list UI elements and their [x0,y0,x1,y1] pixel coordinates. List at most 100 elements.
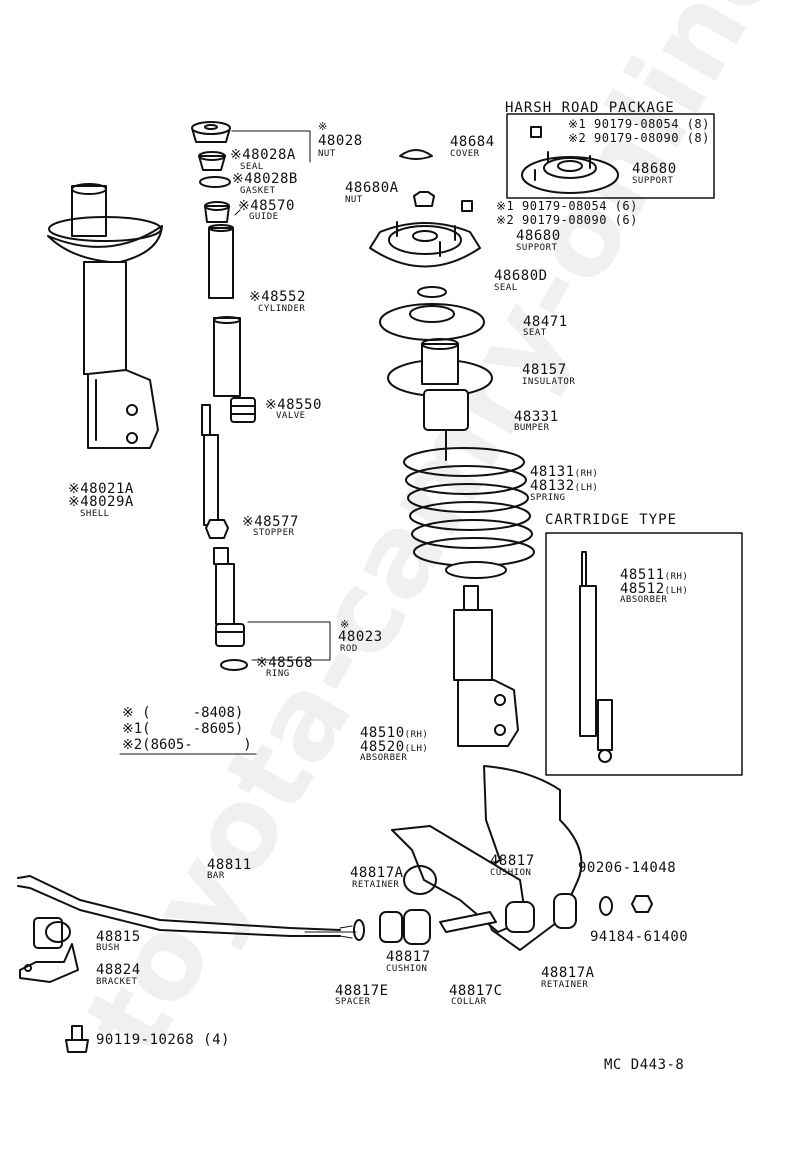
seat-48471-name: SEAT [523,328,547,338]
nut-48028-name: NUT [318,149,336,159]
ring-48568-drawing [220,659,248,671]
cushion-48817-lower-drawing [403,909,431,945]
washer-90206-drawing [599,896,613,916]
spring-48131-drawing [403,447,535,579]
harsh-nut-icon [530,126,542,138]
harsh-road-box [506,113,715,199]
retainer-48817a-right-number: 48817A [541,965,595,981]
spring-48132-value: 48132 [530,478,575,494]
shell-drawing [47,183,163,449]
cushion-48817-bottom-number: 48817 [386,949,431,965]
cushion-48817-top-name: CUSHION [490,868,532,878]
bolt-90119-number: 90119-10268 (4) [96,1032,230,1048]
cylinder-48552-drawing [208,224,241,397]
ring-48568-number: ※48568 [256,655,313,671]
gasket-48028b-drawing [199,176,231,188]
stopper-48577-number: ※48577 [242,514,299,530]
cart-48511-value: 48511 [620,567,665,583]
cartridge-absorber-drawing [579,551,613,763]
guide-48570-drawing [204,201,230,223]
bar-48811-number: 48811 [207,857,252,873]
bar-48811-name: BAR [207,871,225,881]
cartridge-box [545,532,743,776]
support-48680-name: SUPPORT [516,243,558,253]
seal-48028a-name: SEAL [240,162,264,172]
rod-48023-name: ROD [340,644,358,654]
ring-48568-name: RING [266,669,290,679]
harsh-support-number: 48680 [632,161,677,177]
guide-48570-number: ※48570 [238,198,295,214]
insulator-48157-drawing [387,338,493,397]
spacer-48817e-drawing [353,919,365,941]
spring-48131-value: 48131 [530,464,575,480]
legend-row-0: ※ ( -8408) [122,705,244,721]
nut-48680a-drawing [413,191,435,207]
cover-48684-drawing [399,149,433,160]
shell-name: SHELL [80,509,110,519]
bolt-90179-2: ※2 90179-08090 (6) [496,213,638,227]
seal-48680d-name: SEAL [494,283,518,293]
absorber-name: ABSORBER [360,753,408,763]
seat-48471-drawing [379,303,485,341]
seal-48680d-number: 48680D [494,268,548,284]
guide-48570-name: GUIDE [249,212,279,222]
harsh-bolt-2: ※2 90179-08090 (8) [568,131,710,145]
spring-name: SPRING [530,493,566,503]
rod-48023-number: 48023 [338,629,383,645]
harsh-support-icon [521,151,619,194]
rod-48023-mark: ※ [340,618,350,631]
cylinder-48552-number: ※48552 [249,289,306,305]
spring-48131-side: (RH) [574,469,599,479]
nut-48028-number: 48028 [318,133,363,149]
collar-48817c-name: COLLAR [451,997,487,1007]
absorber-48510: 48510(RH) [360,726,428,742]
cart-48511-side: (RH) [664,572,689,582]
cart-48512-side: (LH) [664,586,689,596]
cart-absorber-name: ABSORBER [620,595,668,605]
retainer-48817a-left-name: RETAINER [352,880,400,890]
nut-48028-drawing [191,121,231,143]
gasket-48028b-number: ※48028B [232,171,298,187]
bolt-90119-drawing [65,1025,89,1053]
retainer-48817a-right-name: RETAINER [541,980,589,990]
collar-48817c-number: 48817C [449,983,503,999]
retainer-48817a-right-drawing [553,893,577,929]
bumper-48331-name: BUMPER [514,423,550,433]
valve-48550-drawing [230,397,256,423]
legend-row-1: ※1( -8605) [122,721,244,737]
valve-48550-number: ※48550 [265,397,322,413]
retainer-48817a-left-drawing [379,911,403,943]
spacer-48817e-name: SPACER [335,997,371,1007]
stopper-48577-name: STOPPER [253,528,295,538]
bumper-48331-drawing [423,389,469,461]
cover-48684-name: COVER [450,149,480,159]
valve-48550-name: VALVE [276,411,306,421]
spring-48132-side: (LH) [574,483,599,493]
absorber-48520-value: 48520 [360,739,405,755]
cover-48684-number: 48684 [450,134,495,150]
stud-nut-drawing [461,200,473,212]
cushion-48817-upper-drawing [505,901,535,933]
absorber-48520-side: (LH) [404,744,429,754]
seal-48680d-drawing [417,286,447,298]
collar-48817c-drawing [439,911,497,933]
bolt-90179-1: ※1 90179-08054 (6) [496,199,638,213]
insulator-48157-number: 48157 [522,362,567,378]
bush-48815-drawing [33,917,71,949]
nut-48680a-name: NUT [345,195,363,205]
absorber-48520: 48520(LH) [360,740,428,756]
bracket-48824-drawing [19,943,79,983]
cart-absorber-48512: 48512(LH) [620,582,688,598]
absorber-48510-value: 48510 [360,725,405,741]
seal-48028a-drawing [198,151,226,171]
spring-48131-number: 48131(RH) [530,465,598,481]
legend-row-2: ※2(8605- ) [122,737,252,753]
nut-94184-number: 94184-61400 [590,929,689,945]
cart-48512-value: 48512 [620,581,665,597]
harsh-bolt-1: ※1 90179-08054 (8) [568,117,710,131]
spring-48132-number: 48132(LH) [530,479,598,495]
cart-absorber-48511: 48511(RH) [620,568,688,584]
bracket-48824-number: 48824 [96,962,141,978]
